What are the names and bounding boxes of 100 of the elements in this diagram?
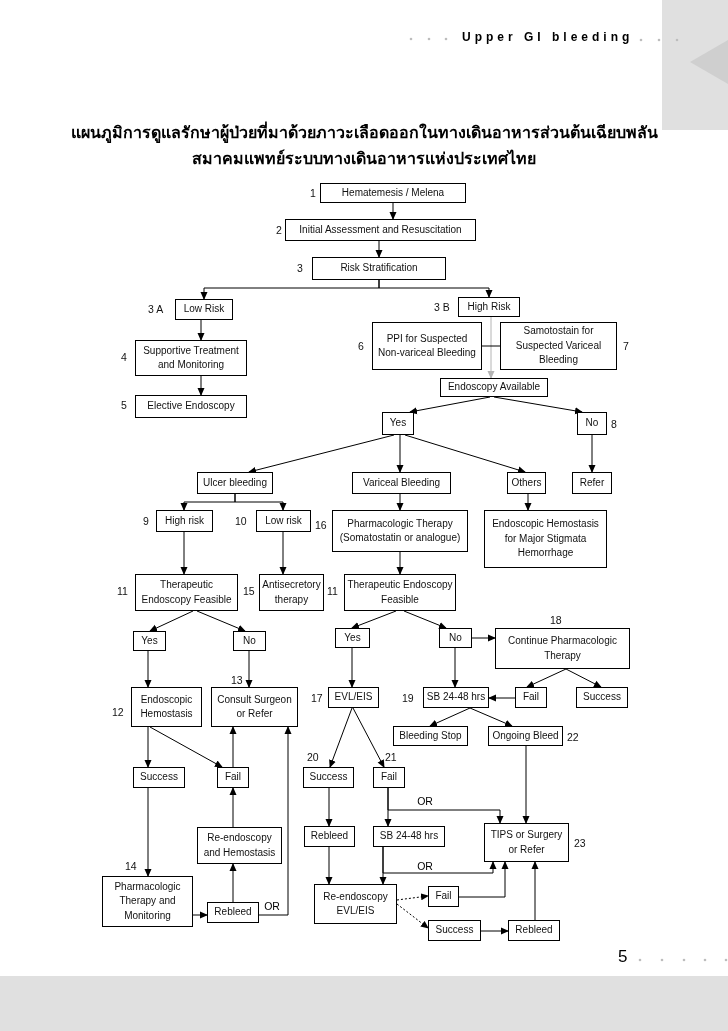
process-box: Hematemesis / Melena xyxy=(320,183,466,203)
step-number: 22 xyxy=(567,731,579,743)
arrow xyxy=(522,745,530,824)
arrow xyxy=(192,911,208,919)
process-box: TIPS or Surgery or Refer xyxy=(484,823,569,862)
arrow xyxy=(375,240,383,258)
process-box: Yes xyxy=(382,412,414,435)
process-box: Fail xyxy=(515,687,547,708)
arrow xyxy=(396,903,429,929)
arrow xyxy=(396,893,429,901)
arrow xyxy=(325,787,333,827)
process-box: Ulcer bleeding xyxy=(197,472,273,494)
arrow xyxy=(526,668,567,688)
process-box: Consult Surgeon or Refer xyxy=(211,687,298,727)
arrow xyxy=(229,787,237,828)
process-box: Fail xyxy=(217,767,249,788)
arrow xyxy=(565,668,602,688)
process-box: Fail xyxy=(373,767,405,788)
step-number: 10 xyxy=(235,515,247,527)
process-box: Pharmacologic Therapy (Somatostatin or analogue) xyxy=(332,510,468,552)
step-number: 3 B xyxy=(434,301,450,313)
arrow xyxy=(524,493,532,511)
step-number: 3 xyxy=(297,262,303,274)
arrow xyxy=(488,694,516,702)
step-number: 9 xyxy=(143,515,149,527)
process-box: Re-endoscopy and Hemostasis xyxy=(197,827,282,864)
subtitle: สมาคมแพทย์ระบบทางเดินอาหารแห่งประเทศไทย xyxy=(191,148,537,170)
process-box: Low Risk xyxy=(175,299,233,320)
process-box: Ongoing Bleed xyxy=(488,726,563,746)
process-box: Antisecretory therapy xyxy=(259,574,324,611)
process-box: Variceal Bleeding xyxy=(352,472,451,494)
step-number: 5 xyxy=(121,399,127,411)
process-box: Supportive Treatment and Monitoring xyxy=(135,340,247,376)
arrow xyxy=(487,316,495,379)
arrow xyxy=(588,434,596,473)
arrow xyxy=(396,551,404,575)
arrow xyxy=(279,531,287,575)
process-box: Rebleed xyxy=(508,920,560,941)
process-box: Re-endoscopy EVL/EIS xyxy=(314,884,397,924)
process-box: Elective Endoscopy xyxy=(135,395,247,418)
process-box: Continue Pharmacologic Therapy xyxy=(495,628,630,669)
arrow xyxy=(245,650,253,688)
arrow xyxy=(144,650,152,688)
arrow xyxy=(149,726,223,768)
arrow xyxy=(325,846,333,885)
arrow xyxy=(196,610,246,632)
arrow xyxy=(458,861,509,898)
process-box: Therapeutic Endoscopy Feasible xyxy=(344,574,456,611)
process-box: Therapeutic Endoscopy Feasible xyxy=(135,574,238,611)
process-box: Initial Assessment and Resuscitation xyxy=(285,219,476,241)
arrow xyxy=(144,726,152,768)
process-box: Success xyxy=(133,767,185,788)
arrow xyxy=(352,707,385,768)
arrow xyxy=(180,531,188,575)
process-box: Low risk xyxy=(256,510,311,532)
step-number: 16 xyxy=(315,519,327,531)
page-number: 5 xyxy=(618,947,628,967)
step-number: 12 xyxy=(112,706,124,718)
edge-label: OR xyxy=(416,795,434,807)
arrow xyxy=(229,863,237,903)
arrow xyxy=(329,707,353,768)
process-box: Bleeding Stop xyxy=(393,726,468,746)
arrow xyxy=(429,707,471,727)
process-box: Success xyxy=(428,920,481,941)
process-box: No xyxy=(233,631,266,651)
process-box: High Risk xyxy=(458,297,520,317)
arrow xyxy=(396,434,404,473)
arrow xyxy=(396,493,404,511)
step-number: 14 xyxy=(125,860,137,872)
process-box: Success xyxy=(576,687,628,708)
arrow xyxy=(469,707,513,727)
arrow xyxy=(351,610,397,629)
process-box: Yes xyxy=(335,628,370,648)
process-box: No xyxy=(439,628,472,648)
arrow xyxy=(234,493,287,511)
step-number: 6 xyxy=(358,340,364,352)
arrow xyxy=(382,846,497,874)
process-box: SB 24-48 hrs xyxy=(423,687,489,708)
step-number: 2 xyxy=(276,224,282,236)
process-box: Pharmacologic Therapy and Monitoring xyxy=(102,876,193,927)
process-box: Endoscopic Hemostasis xyxy=(131,687,202,727)
process-box: PPI for Suspected Non-variceal Bleeding xyxy=(372,322,482,370)
process-box: Refer xyxy=(572,472,612,494)
process-box: Samotostain for Suspected Variceal Bleeding xyxy=(500,322,617,370)
arrow xyxy=(404,434,526,474)
process-box: Fail xyxy=(428,886,459,907)
step-number: 19 xyxy=(402,692,414,704)
arrow xyxy=(248,434,395,474)
process-box: SB 24-48 hrs xyxy=(373,826,445,847)
arrow xyxy=(197,319,205,341)
step-number: 8 xyxy=(611,418,617,430)
process-box: High risk xyxy=(156,510,213,532)
arrow xyxy=(480,927,509,935)
process-box: EVL/EIS xyxy=(328,687,379,708)
arrow xyxy=(378,279,493,298)
header-text: Upper GI bleeding xyxy=(462,30,634,44)
title: แผนภูมิการดูแลรักษาผู้ป่วยที่มาด้วยภาวะเลือดออกในทางเดินอาหารส่วนต้นเฉียบพลัน xyxy=(69,120,659,145)
step-number: 15 xyxy=(243,585,255,597)
process-box: Rebleed xyxy=(304,826,355,847)
step-number: 20 xyxy=(307,751,319,763)
